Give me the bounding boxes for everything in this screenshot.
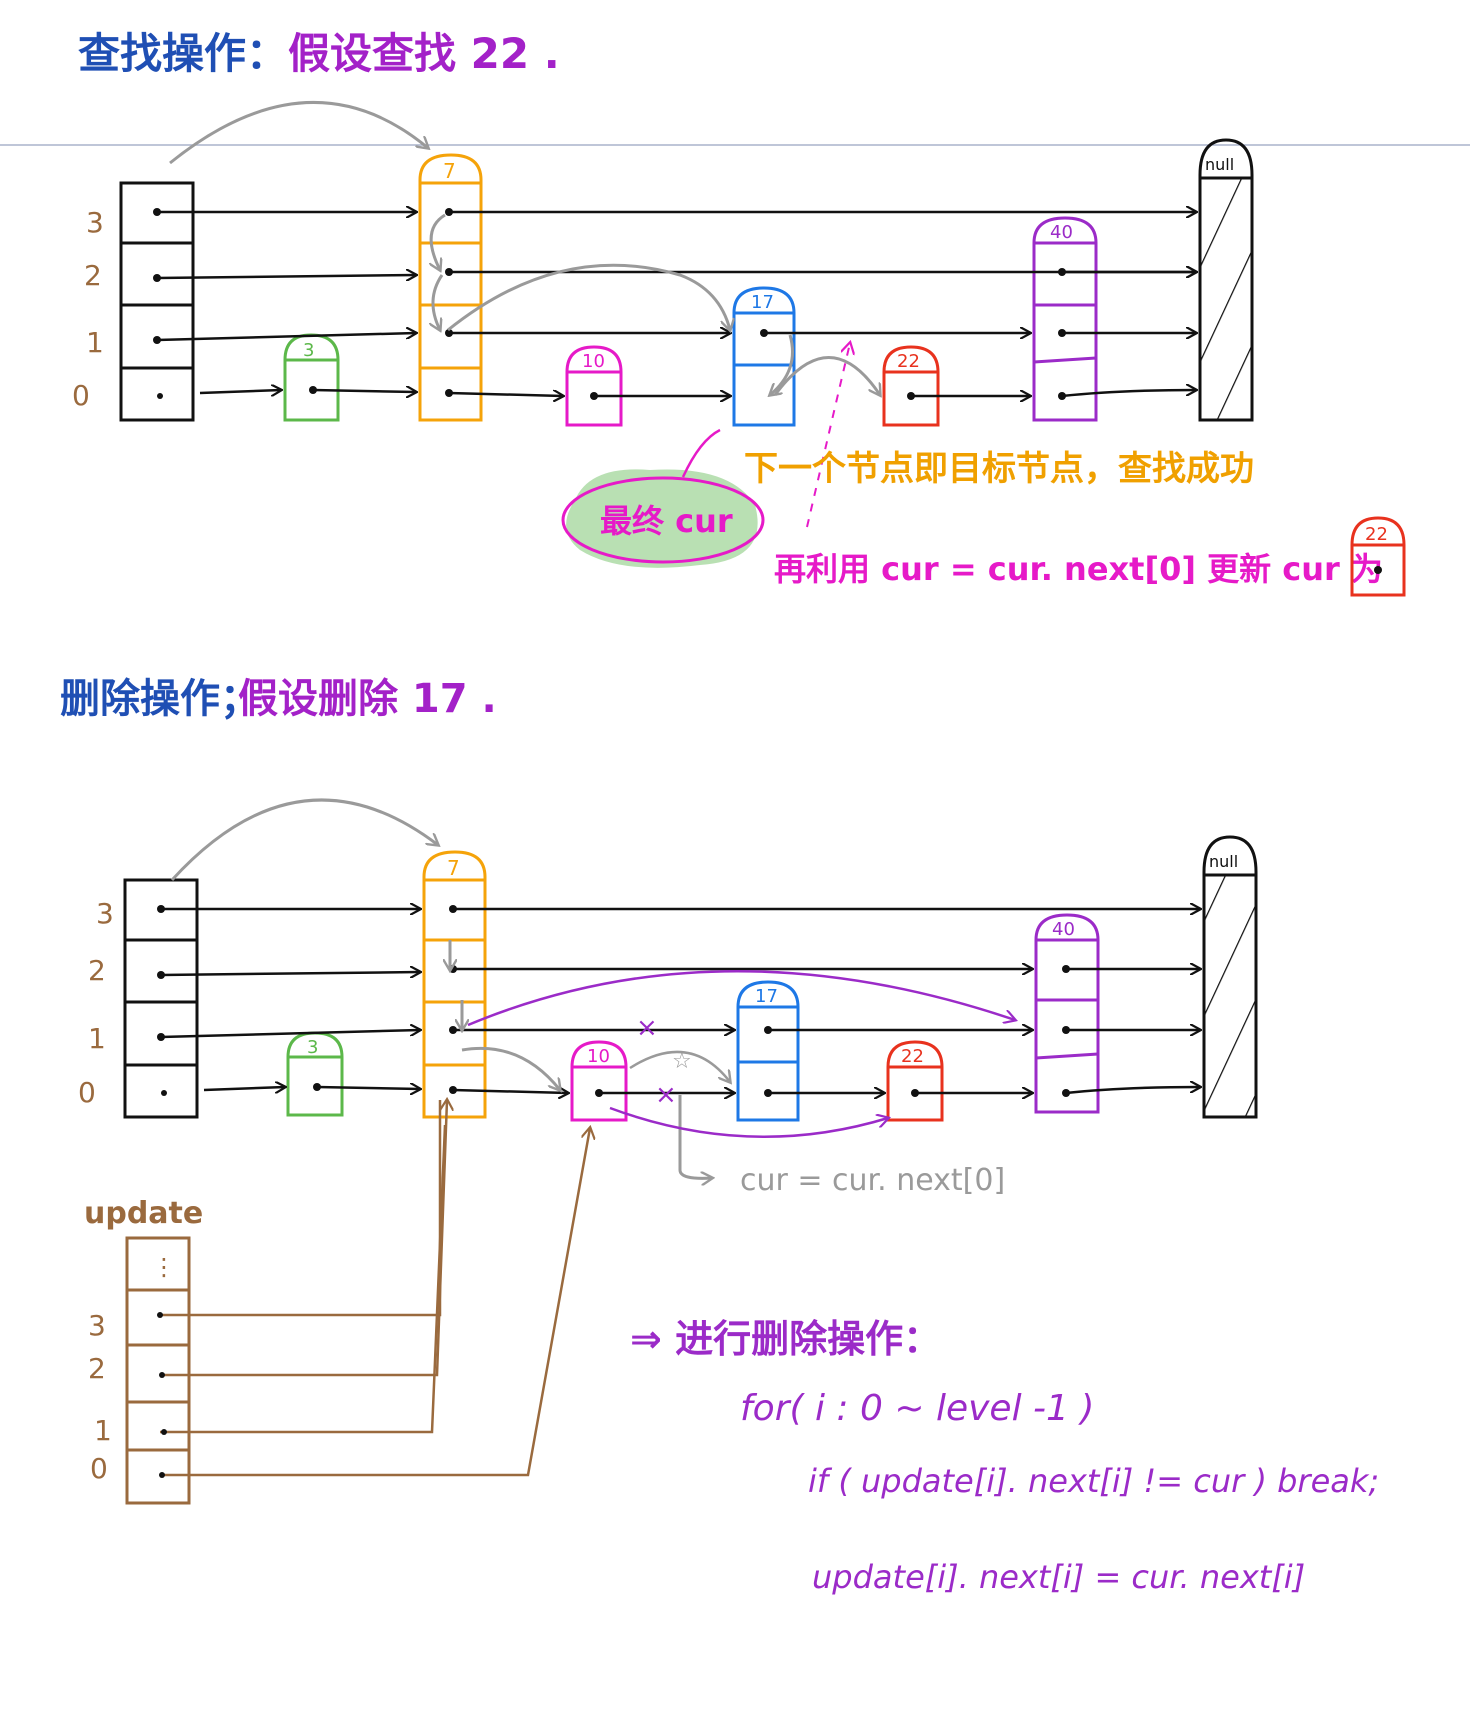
search-pointer-dots	[153, 208, 1066, 400]
search-pointers	[156, 212, 1196, 396]
delete-node-17-key: 17	[755, 986, 778, 1007]
search-level-1: 1	[86, 326, 104, 359]
delete-skip-arrow	[629, 1050, 730, 1082]
delete-node-7-key: 7	[447, 856, 460, 880]
search-node-3-key: 3	[303, 340, 314, 361]
update-pointer-dots	[157, 1312, 167, 1478]
delete-node-3-key: 3	[307, 1037, 318, 1058]
search-null-node: null	[1198, 138, 1254, 422]
search-level-3: 3	[86, 206, 104, 239]
delete-node-17	[736, 980, 800, 1122]
delete-node-40	[1034, 913, 1100, 1114]
search-node-40	[1032, 216, 1098, 422]
delete-level-0: 0	[78, 1076, 96, 1109]
search-final-cur-label: 最终 cur	[600, 502, 733, 540]
code-line-if: if ( update[i]. next[i] != cur ) break;	[808, 1462, 1379, 1500]
search-traversal-path	[169, 101, 880, 395]
delete-node-10-key: 10	[587, 1046, 610, 1067]
delete-level-3: 3	[96, 897, 114, 930]
delete-node-10: 10	[570, 1040, 628, 1122]
delete-null-key: null	[1209, 852, 1238, 871]
delete-node-22: 22	[886, 1040, 944, 1122]
search-title-text: 假设查找 22 .	[288, 29, 560, 78]
code-line-for: for( i : 0 ~ level -1 )	[740, 1388, 1094, 1429]
delete-traversal-path	[170, 798, 712, 1178]
delete-node-40-key: 40	[1052, 919, 1075, 940]
search-dashed-pointer	[806, 343, 850, 528]
update-level-1: 1	[94, 1414, 112, 1447]
delete-x-mark-bottom: ×	[655, 1080, 677, 1110]
search-node-3: 3	[283, 333, 340, 422]
search-node-10-key: 10	[582, 351, 605, 372]
update-level-2: 2	[88, 1352, 106, 1385]
search-node-22-key: 22	[897, 351, 920, 372]
delete-title-label: 删除操作；	[60, 676, 260, 722]
search-result-node-22: 22	[1350, 516, 1406, 597]
search-note-update: 再利用 cur = cur. next[0] 更新 cur 为	[774, 550, 1383, 588]
update-array-dots: ⋮	[152, 1253, 176, 1281]
search-node-10: 10	[565, 345, 623, 427]
delete-pointers	[160, 909, 1200, 1093]
delete-node-22-key: 22	[901, 1046, 924, 1067]
delete-level-1: 1	[88, 1022, 106, 1055]
code-line-assign: update[i]. next[i] = cur. next[i]	[812, 1558, 1305, 1596]
delete-head-node	[123, 878, 199, 1119]
delete-title-text: 假设删除 17 .	[238, 676, 497, 722]
delete-level-drop-arrows	[450, 940, 462, 1030]
delete-node-3: 3	[286, 1031, 344, 1117]
search-result-node-key: 22	[1365, 524, 1388, 545]
update-array-label: update	[84, 1196, 203, 1231]
search-title-label: 查找操作：	[78, 29, 288, 78]
delete-x-mark-top: ×	[636, 1013, 658, 1043]
search-node-17	[732, 286, 796, 427]
code-heading: ⇒ 进行删除操作：	[630, 1317, 941, 1361]
update-level-0: 0	[90, 1452, 108, 1485]
update-pointers	[160, 1100, 590, 1477]
search-node-17-key: 17	[751, 292, 774, 313]
search-head-node	[119, 181, 195, 422]
search-level-0: 0	[72, 379, 90, 412]
delete-level-2: 2	[88, 954, 106, 987]
update-level-3: 3	[88, 1309, 106, 1342]
update-level-labels: 3 2 1 0	[88, 1309, 112, 1485]
search-node-40-key: 40	[1050, 222, 1073, 243]
delete-cur-note: cur = cur. next[0]	[740, 1163, 1005, 1198]
search-node-7-key: 7	[443, 159, 456, 183]
search-note-next: 下一个节点即目标节点，查找成功	[744, 449, 1254, 489]
search-null-key: null	[1205, 155, 1234, 174]
search-node-7	[418, 153, 483, 422]
update-array	[125, 1236, 191, 1505]
delete-star-mark: ☆	[672, 1049, 692, 1074]
delete-level-labels: 3 2 1 0	[78, 897, 114, 1109]
delete-bypass-arrows	[467, 970, 1015, 1138]
search-level-labels: 3 2 1 0	[72, 206, 104, 412]
search-node-22: 22	[882, 345, 940, 427]
delete-null-node: null	[1202, 835, 1258, 1119]
search-final-cur-callout: 最终 cur	[561, 428, 765, 568]
delete-node-7	[422, 850, 487, 1119]
search-level-2: 2	[84, 259, 102, 292]
